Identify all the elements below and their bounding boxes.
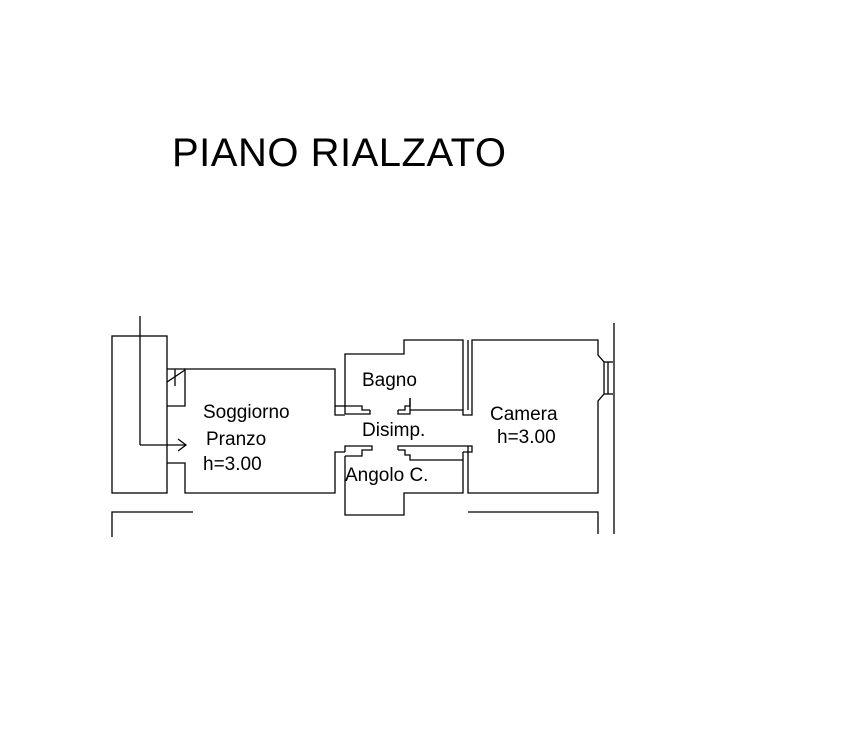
room-soggiorno-walls	[167, 368, 345, 494]
room-label-bagno: Bagno	[362, 370, 417, 391]
room-label-soggiorno: Soggiorno	[203, 402, 290, 423]
stair-block	[111, 316, 188, 494]
room-camera-walls	[467, 323, 615, 534]
external-wall-bottom	[111, 511, 599, 537]
room-angolo-walls	[344, 456, 464, 516]
room-label-disimpegno: Disimp.	[362, 420, 426, 441]
room-disimpegno-walls	[344, 445, 473, 461]
room-bagno-walls	[344, 339, 473, 416]
room-label-camera: Camera	[490, 404, 558, 425]
room-label-angolo-cottura: Angolo C.	[345, 465, 429, 486]
room-height-camera: h=3.00	[497, 427, 556, 448]
room-height-soggiorno: h=3.00	[203, 454, 262, 475]
floor-title: PIANO RIALZATO	[172, 131, 507, 175]
room-label-pranzo: Pranzo	[206, 429, 267, 450]
